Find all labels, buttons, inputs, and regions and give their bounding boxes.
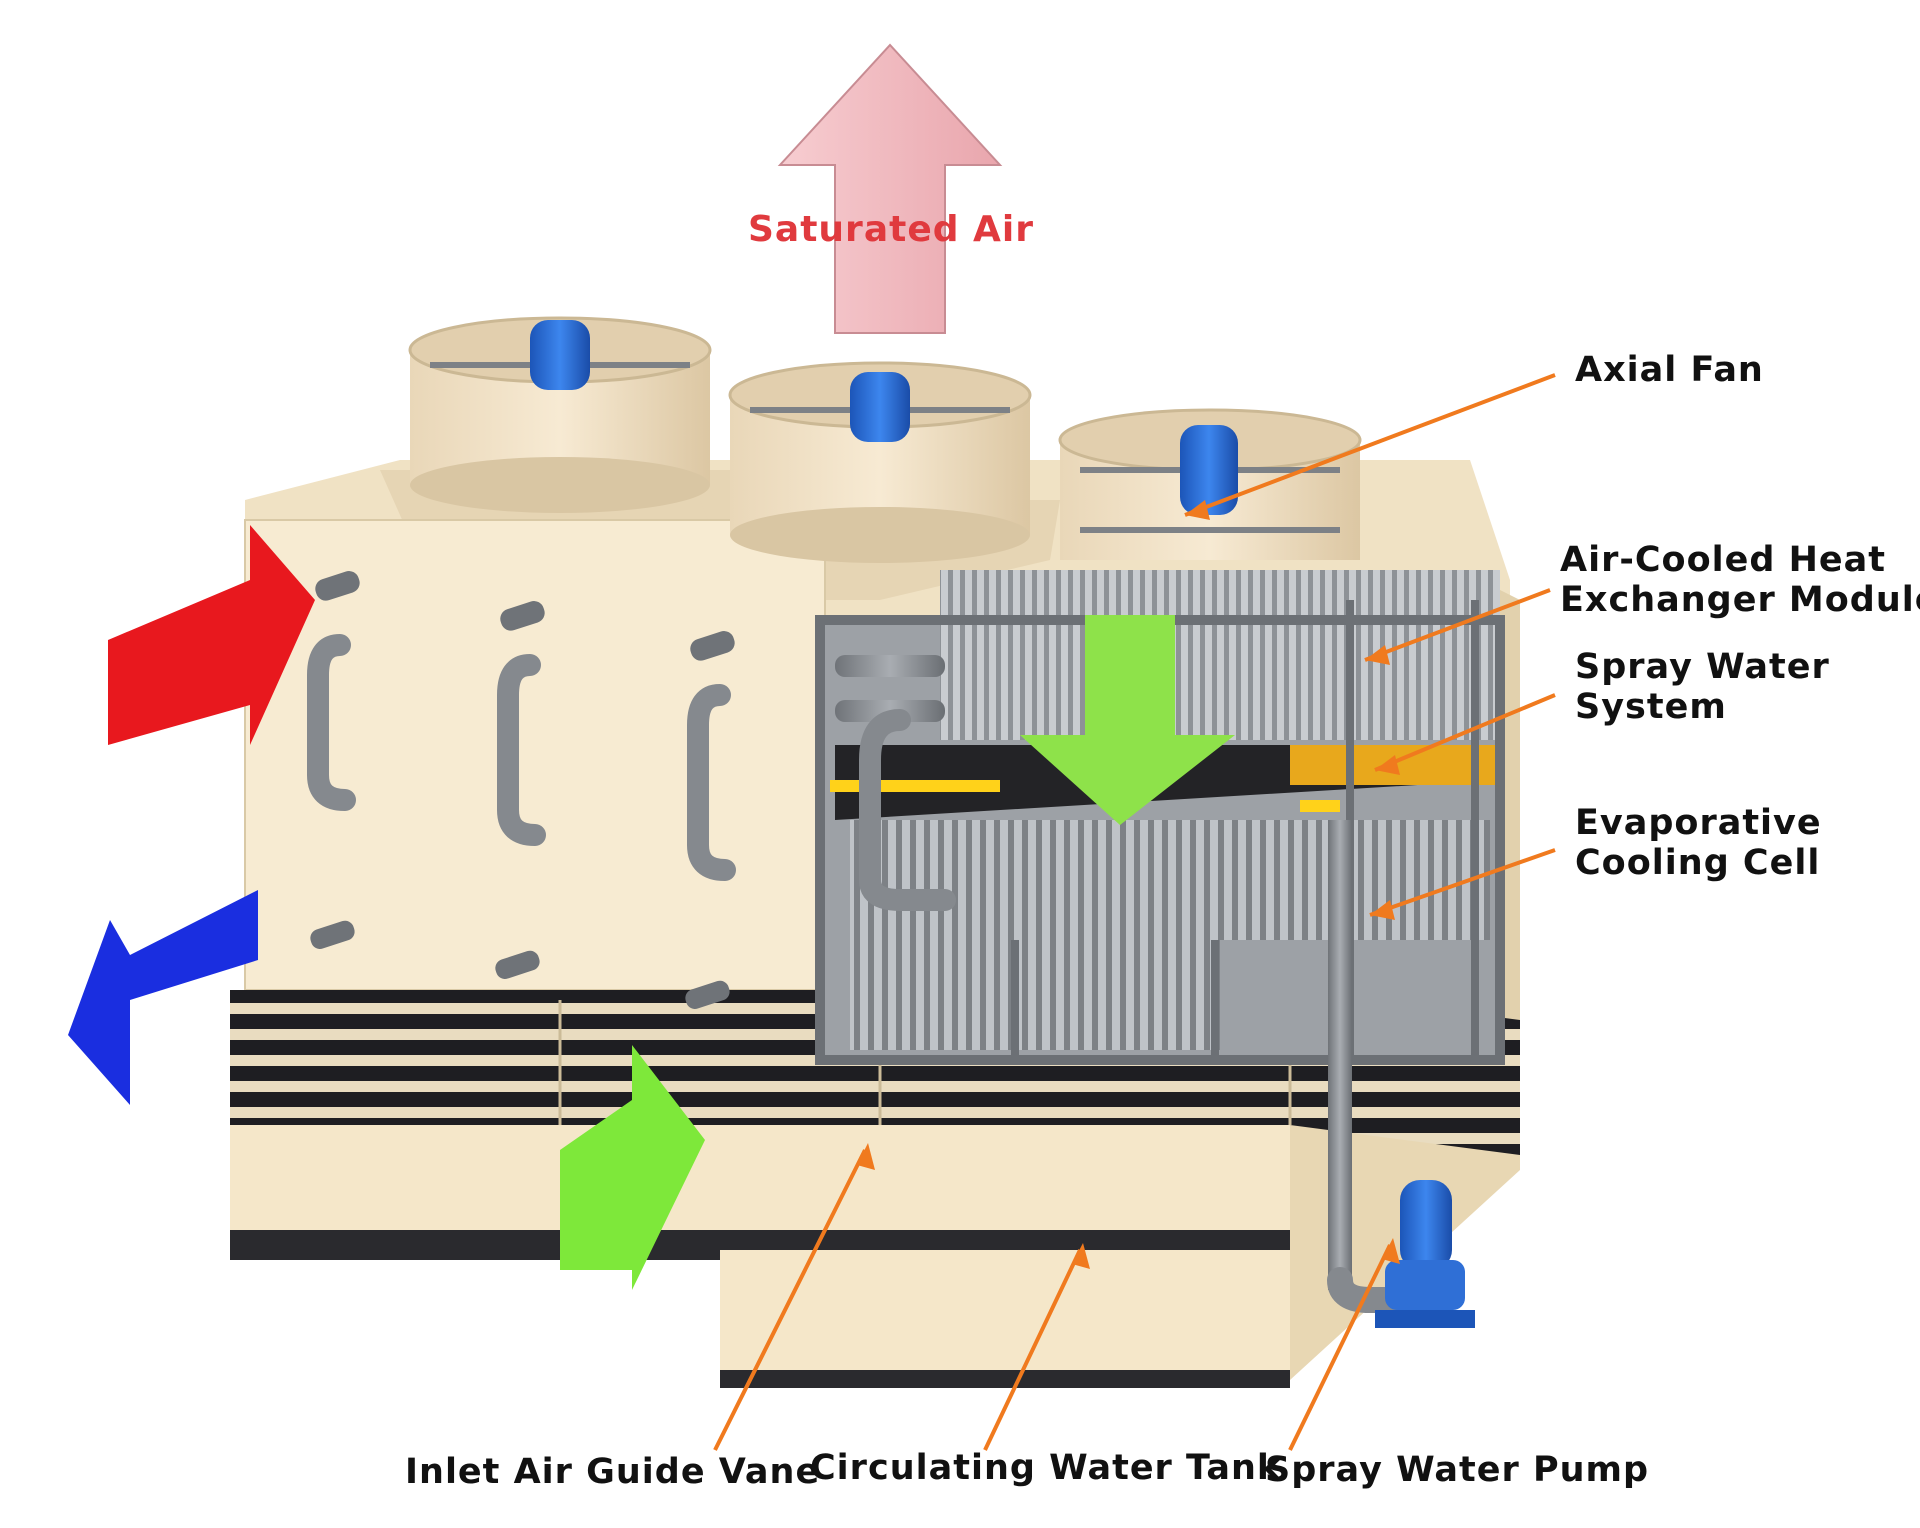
heat-exchanger-fins xyxy=(940,570,1500,740)
fan-unit-3 xyxy=(1058,408,1362,560)
saturated-air-label: Saturated Air xyxy=(748,209,1034,250)
spray-system-label: Spray Water System xyxy=(1575,647,1830,727)
tower-casing xyxy=(230,460,1520,1388)
cutaway-interior xyxy=(815,570,1505,1290)
water-tank-label: Circulating Water Tank xyxy=(810,1448,1282,1488)
heat-exchanger-label-line2: Exchanger Module xyxy=(1560,580,1920,620)
spray-system-label-line2: System xyxy=(1575,687,1727,727)
saturated-air-arrow xyxy=(777,43,1003,334)
heat-exchanger-label: Air-Cooled Heat Exchanger Module xyxy=(1560,540,1920,620)
evap-cell-label-line2: Cooling Cell xyxy=(1575,843,1821,883)
side-pipes xyxy=(307,571,736,1009)
spray-water-pump xyxy=(1327,1180,1475,1328)
axial-fan-label: Axial Fan xyxy=(1575,350,1764,390)
spray-pump-label: Spray Water Pump xyxy=(1265,1450,1650,1490)
axial-fan-motor xyxy=(1180,425,1238,515)
hot-inlet-arrow xyxy=(108,525,315,745)
inlet-vane-label: Inlet Air Guide Vane xyxy=(405,1452,821,1492)
spray-water-bar xyxy=(830,780,1000,792)
spray-down-arrow xyxy=(1020,615,1235,825)
spray-riser-pipe xyxy=(1328,820,1352,1290)
leader-lines xyxy=(713,373,1556,1451)
spray-system-label-line1: Spray Water xyxy=(1575,647,1830,687)
evap-cell-label: Evaporative Cooling Cell xyxy=(1575,803,1822,883)
evaporative-coil-upper xyxy=(850,820,1490,940)
cold-outlet-arrow xyxy=(68,890,258,1105)
fan-unit-1 xyxy=(408,316,712,513)
air-intake-arrow xyxy=(560,1045,705,1290)
evap-cell-label-line1: Evaporative xyxy=(1575,803,1822,843)
fan-unit-2 xyxy=(728,361,1032,563)
heat-exchanger-label-line1: Air-Cooled Heat xyxy=(1560,540,1887,580)
